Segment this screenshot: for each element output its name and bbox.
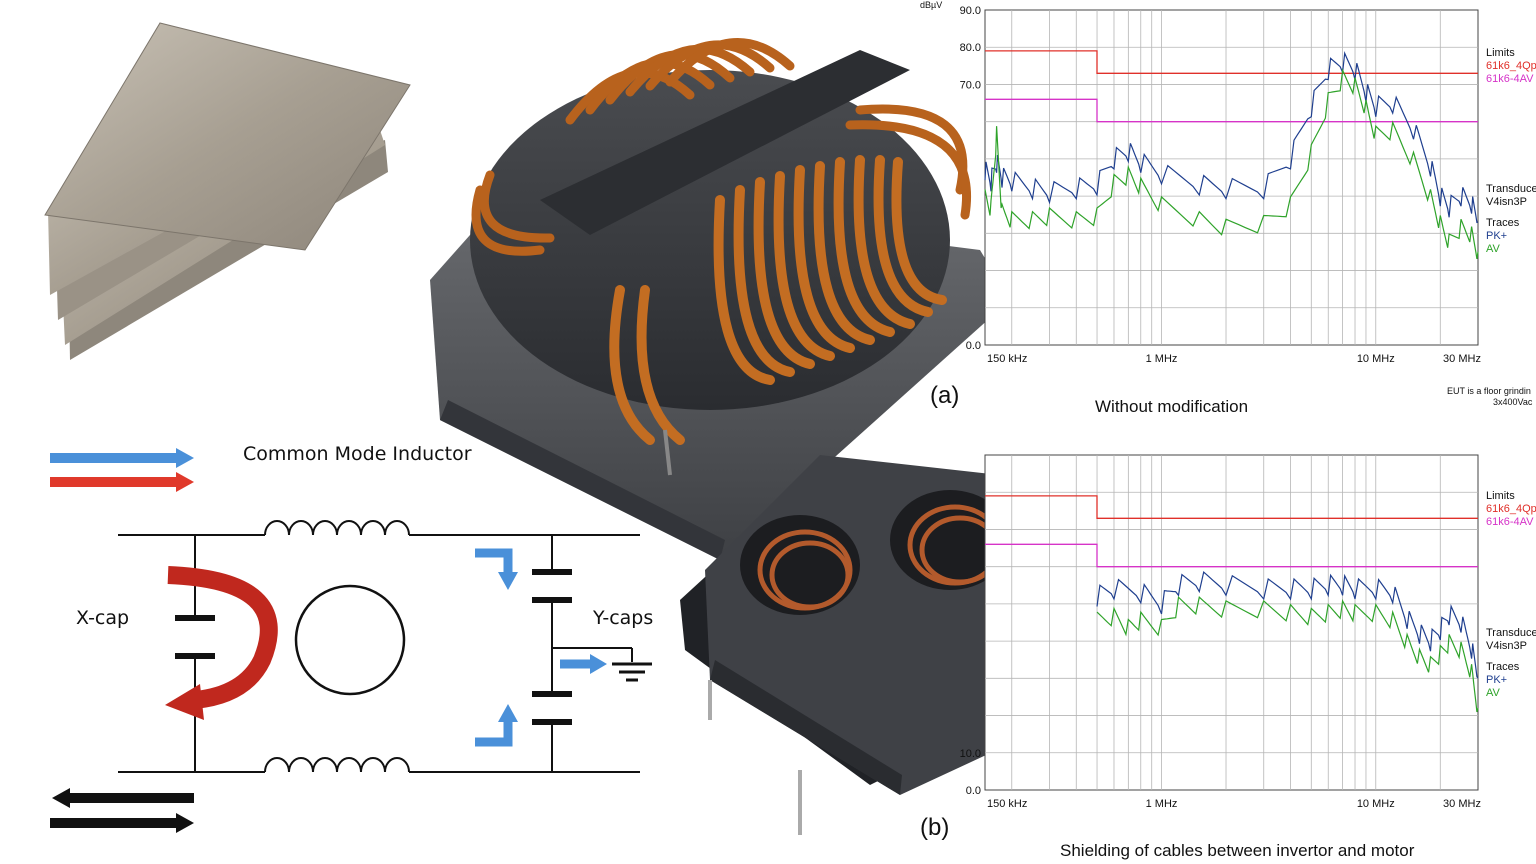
plot-frame [984,9,1479,346]
red-arrow-icon [50,472,194,492]
chart-a-note-1: EUT is a floor grindin [1447,386,1531,396]
blue-elbow-arrow-icon [475,548,513,575]
limit-qp-line [985,50,1478,74]
series-pk-line [1096,570,1479,679]
legend-entry: Limits [1486,490,1515,502]
x-tick-label: 1 MHz [1146,353,1178,365]
limit-av-line [985,98,1478,123]
curved-red-arrow-icon [165,566,278,720]
legend-entry: 61k6_4Qp [1486,503,1536,515]
chart-a-note-2: 3x400Vac [1493,397,1533,407]
legend-entry: Transduce [1486,183,1536,195]
legend-entry: 61k6-4AV [1486,516,1534,528]
legend-entry: 61k6_4Qp [1486,60,1536,72]
black-arrow-left-icon [52,788,194,808]
series-av-line [984,68,1479,259]
series-pk-line [984,50,1479,224]
blue-arrow-icon [50,448,194,468]
xcap-label: X-cap [76,607,129,629]
emi-filter-circuit: Common Mode Inductor X-cap Y-caps [50,443,653,833]
chart-a-caption: Without modification [1095,397,1248,416]
series-av-line [1096,595,1479,713]
legend-entry: AV [1486,687,1501,699]
legend-entry: V4isn3P [1486,640,1527,652]
chart-b-series [1096,570,1479,713]
common-mode-label: Common Mode Inductor [243,443,472,465]
x-tick-label: 30 MHz [1443,353,1481,365]
ferrite-sheets-image [44,22,411,360]
ycaps-label: Y-caps [592,607,653,629]
chart-b-caption: Shielding of cables between invertor and… [1060,841,1415,860]
x-tick-label: 10 MHz [1357,353,1395,365]
toroid-choke-image [430,38,1010,560]
legend-entry: Traces [1486,217,1520,229]
legend-entry: V4isn3P [1486,196,1527,208]
legend-entry: Traces [1486,661,1520,673]
legend-entry: PK+ [1486,674,1507,686]
motor-symbol [294,584,406,696]
black-arrow-right-icon [50,813,194,833]
dual-choke-image [680,455,1110,835]
x-tick-label: 1 MHz [1146,798,1178,810]
blue-elbow-arrow-icon-lower [475,718,513,747]
legend-entry: AV [1486,243,1501,255]
chart-a-series [984,50,1479,259]
legend-entry: 61k6-4AV [1486,73,1534,85]
chart-a-grid [984,9,1479,346]
legend-entry: PK+ [1486,230,1507,242]
ground-icon [612,662,652,682]
x-tick-label: 30 MHz [1443,798,1481,810]
x-tick-label: 10 MHz [1357,798,1395,810]
chart-a-limits [985,50,1478,123]
blue-ground-arrow-icon [560,654,607,674]
legend-entry: Transduce [1486,627,1536,639]
legend-entry: Limits [1486,47,1515,59]
